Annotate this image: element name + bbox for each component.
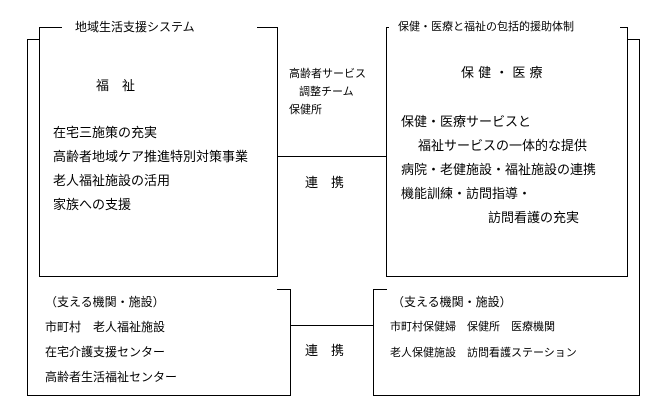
list-item: 高齢者地域ケア推進特別対策事業 [53, 150, 249, 165]
middle-item-team: 調整チーム [299, 85, 354, 98]
left-box-heading: 福 祉 [96, 79, 136, 94]
middle-item-health-center: 保健所 [289, 103, 322, 116]
left-box-title: 地域生活支援システム [75, 20, 195, 34]
list-item: 訪問看護の充実 [488, 211, 580, 226]
list-item: 機能訓練・訪問指導・ [401, 187, 532, 202]
list-item: 高齢者生活福祉センター [45, 370, 178, 384]
list-item: 在宅介護支援センター [45, 345, 166, 359]
left-support-section: （支える機関・施設） 市町村 老人福祉施設 在宅介護支援センター 高齢者生活福祉… [45, 290, 177, 390]
left-support-title: （支える機関・施設） [45, 295, 165, 309]
list-item: 家族への支援 [53, 198, 132, 213]
list-item: 保健・医療サービスと [401, 115, 532, 130]
list-item: 市町村保健婦 保健所 医療機関 [390, 320, 555, 333]
list-item: 市町村 老人福祉施設 [45, 320, 166, 334]
link-label-bottom: 連 携 [305, 344, 345, 359]
link-label-top: 連 携 [305, 176, 345, 191]
list-item: 老人保健施設 訪問看護ステーション [390, 346, 577, 359]
right-box-title: 保健・医療と福祉の包括的援助体制 [398, 20, 574, 33]
middle-item-service: 高齢者サービス [289, 67, 366, 80]
right-box-item-list: 保健・医療サービスと 福祉サービスの一体的な提供 病院・老健施設・福祉施設の連携… [401, 111, 621, 231]
list-item: 老人福祉施設の活用 [53, 174, 171, 189]
right-support-title: （支える機関・施設） [392, 295, 512, 309]
middle-team-list: 高齢者サービス 調整チーム 保健所 [289, 65, 366, 119]
right-support-list: 市町村保健婦 保健所 医療機関 老人保健施設 訪問看護ステーション [390, 318, 577, 362]
right-box-heading: 保 健 ・ 医 療 [461, 66, 543, 81]
list-item: 病院・老健施設・福祉施設の連携 [401, 163, 597, 178]
list-item: 福祉サービスの一体的な提供 [418, 139, 588, 154]
left-box-item-list: 在宅三施策の充実 高齢者地域ケア推進特別対策事業 老人福祉施設の活用 家族への支… [53, 122, 248, 218]
list-item: 在宅三施策の充実 [53, 126, 158, 141]
